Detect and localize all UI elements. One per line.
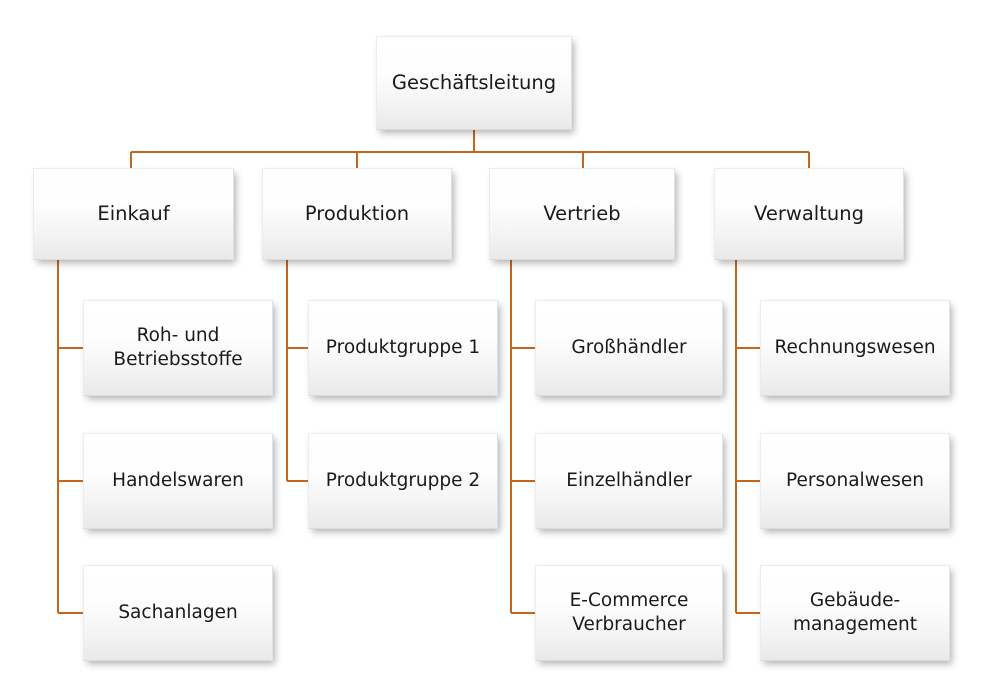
node-label: Handelswaren	[112, 469, 244, 491]
node-label: Produktgruppe 2	[325, 469, 481, 491]
node-produktgruppe-2[interactable]: Produktgruppe 2	[308, 433, 498, 529]
node-label: Roh- und Betriebsstoffe	[113, 324, 243, 370]
node-label: Großhändler	[571, 336, 687, 358]
node-einzelhaendler[interactable]: Einzelhändler	[535, 433, 723, 529]
node-handelswaren[interactable]: Handelswaren	[83, 433, 273, 529]
node-einkauf[interactable]: Einkauf	[33, 168, 234, 260]
node-vertrieb[interactable]: Vertrieb	[489, 168, 675, 260]
node-label: Produktion	[304, 202, 410, 226]
node-label: Geschäftsleitung	[391, 71, 557, 95]
node-e-commerce-verbraucher[interactable]: E-Commerce Verbraucher	[535, 565, 723, 661]
node-gebaeude-management[interactable]: Gebäude- management	[760, 565, 950, 661]
node-label: Verwaltung	[754, 202, 864, 226]
node-roh-und-betriebsstoffe[interactable]: Roh- und Betriebsstoffe	[83, 300, 273, 396]
node-label: Einzelhändler	[566, 469, 692, 491]
node-label: Einkauf	[97, 202, 170, 226]
node-produktion[interactable]: Produktion	[262, 168, 452, 260]
node-personalwesen[interactable]: Personalwesen	[760, 433, 950, 529]
node-produktgruppe-1[interactable]: Produktgruppe 1	[308, 300, 498, 396]
node-grosshaendler[interactable]: Großhändler	[535, 300, 723, 396]
node-label: Rechnungswesen	[774, 336, 936, 358]
node-sachanlagen[interactable]: Sachanlagen	[83, 565, 273, 661]
node-rechnungswesen[interactable]: Rechnungswesen	[760, 300, 950, 396]
node-label: Gebäude- management	[793, 589, 917, 635]
node-geschaeftsleitung[interactable]: Geschäftsleitung	[376, 36, 572, 130]
node-label: Produktgruppe 1	[325, 336, 481, 358]
node-label: E-Commerce Verbraucher	[569, 589, 689, 635]
node-label: Personalwesen	[786, 469, 924, 491]
node-verwaltung[interactable]: Verwaltung	[714, 168, 904, 260]
node-label: Sachanlagen	[118, 601, 238, 623]
node-label: Vertrieb	[543, 202, 621, 226]
